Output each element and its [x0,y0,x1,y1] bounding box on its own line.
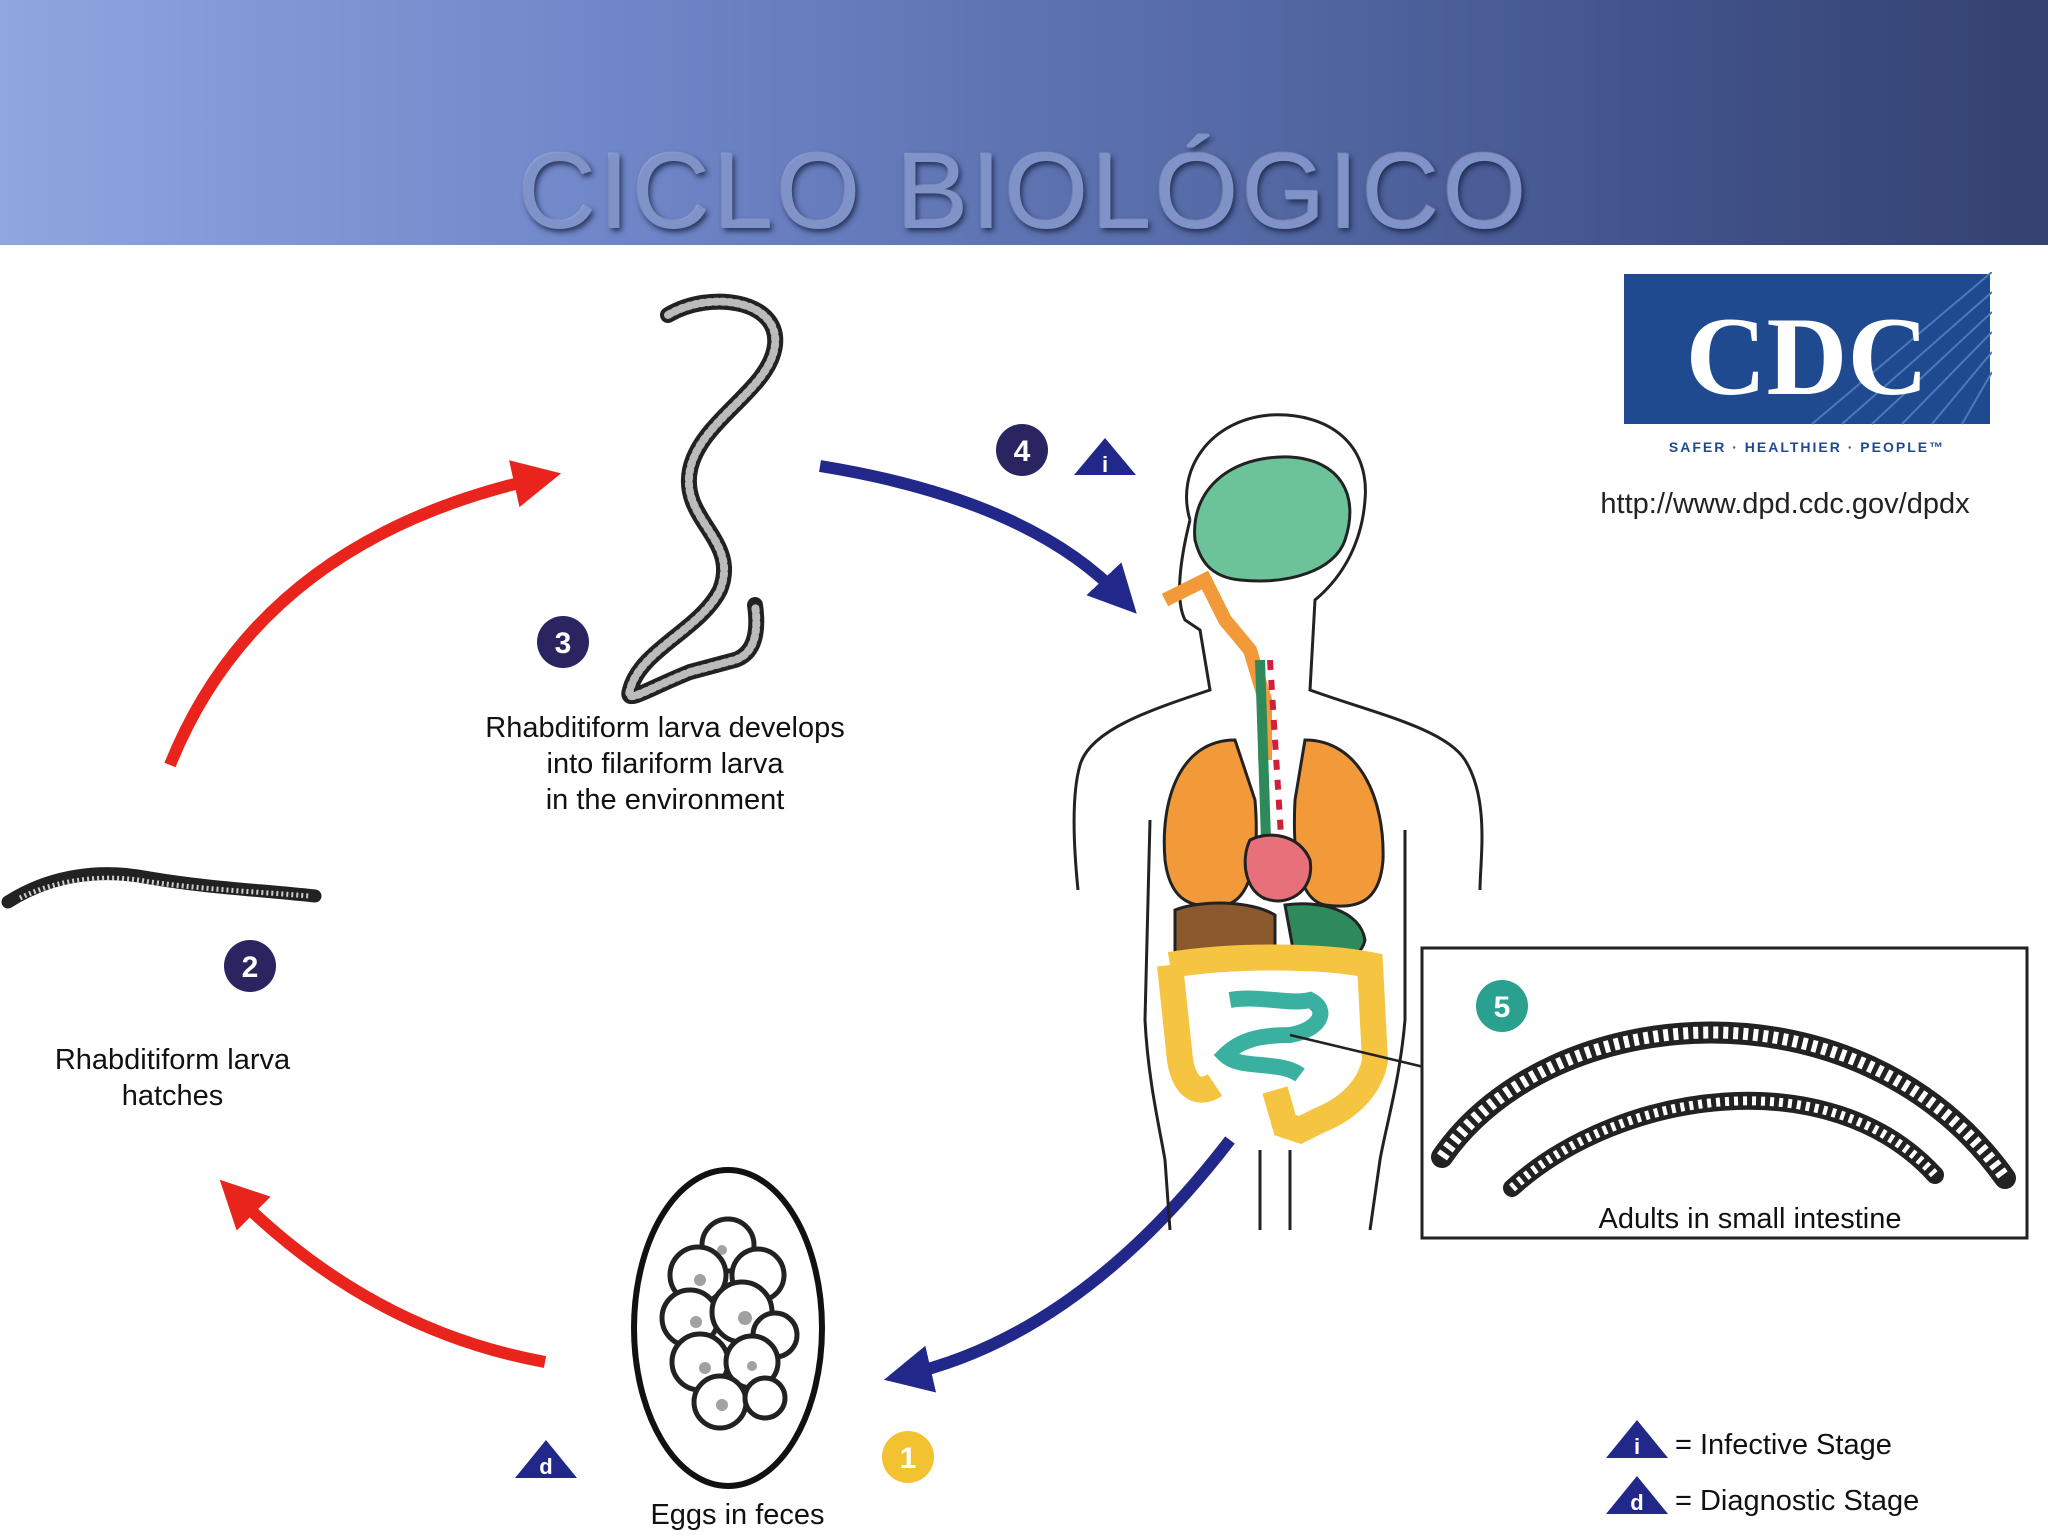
stage-badge-1-number: 1 [900,1442,917,1475]
arrow-3-to-4 [819,460,1137,614]
stage-badge-3: 3 [537,616,589,668]
stage-2-label-line-1: Rhabditiform larva [54,1044,291,1076]
cdc-logo-letters: CDC [1686,295,1929,419]
stage-2-label: Rhabditiform larva hatches [0,1042,345,1114]
diagnostic-marker-stage-1: d [515,1440,577,1479]
stage-badge-3-number: 3 [555,627,572,660]
stage-1-label: Eggs in feces [590,1497,885,1533]
legend: i = Infective Stage d = Diagnostic Stage [1606,1420,1919,1517]
legend-item-diagnostic: d = Diagnostic Stage [1606,1476,1919,1517]
arrow-2-to-3 [164,460,562,768]
infective-marker-stage-4: i [1074,438,1136,477]
stage-1-label-line-1: Eggs in feces [650,1499,825,1531]
infective-marker-letter: i [1102,452,1108,477]
inset-pointer-line [1289,1033,1429,1070]
stage-3-label: Rhabditiform larva develops into filarif… [420,710,910,818]
stage-3-label-line-2: into filariform larva [546,748,784,780]
stage-badge-4-number: 4 [1014,435,1031,468]
diagnostic-marker-letter: d [539,1454,552,1479]
arrow-1-to-2 [219,1179,547,1368]
stage-badge-5: 5 [1476,980,1528,1032]
title-banner: CICLO BIOLÓGICO [0,0,2048,251]
stage-badge-2-number: 2 [242,951,259,984]
internal-organs [1157,455,1389,1145]
stage-3-label-line-3: in the environment [545,784,785,816]
stage-2-label-line-2: hatches [121,1080,224,1112]
cdc-url-text: http://www.dpd.cdc.gov/dpdx [1600,488,1970,520]
stage-3-label-line-1: Rhabditiform larva develops [485,712,845,744]
rhabditiform-larva-icon [1,867,322,909]
legend-symbol-infective: i [1634,1434,1640,1459]
stage-5-label: Adults in small intestine [1598,1203,1901,1235]
arrow-5-to-1 [883,1136,1235,1393]
filariform-larva-icon [621,293,784,704]
legend-item-infective: i = Infective Stage [1606,1420,1892,1461]
stage-badge-2: 2 [224,940,276,992]
legend-symbol-diagnostic: d [1630,1490,1643,1515]
stage-badge-1: 1 [882,1431,934,1483]
cdc-logo: CDC SAFER · HEALTHIER · PEOPLE™ [1624,272,1992,455]
egg-icon [631,1167,825,1489]
stage-badge-5-number: 5 [1494,991,1511,1024]
cdc-logo-tagline: SAFER · HEALTHIER · PEOPLE™ [1669,439,1945,455]
adult-worms-icon [1431,1021,2016,1197]
legend-text-diagnostic: = Diagnostic Stage [1675,1485,1919,1517]
legend-text-infective: = Infective Stage [1675,1429,1892,1461]
stage-badge-4: 4 [996,424,1048,476]
page-title: CICLO BIOLÓGICO [518,130,1530,251]
